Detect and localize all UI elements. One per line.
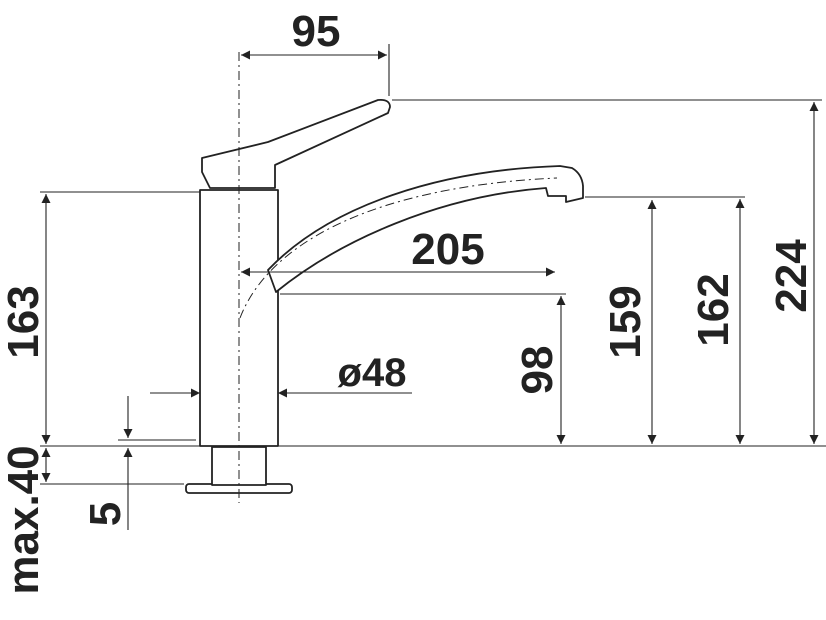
label-diameter-48: ø48 <box>338 351 407 395</box>
dimension-lines <box>41 50 819 530</box>
label-224: 224 <box>767 239 816 313</box>
lever-handle <box>201 98 391 189</box>
label-max-40: max.40 <box>0 445 48 594</box>
label-162: 162 <box>689 273 738 346</box>
label-95: 95 <box>292 7 341 56</box>
spout <box>267 165 584 293</box>
faucet-outline <box>185 52 584 503</box>
label-163: 163 <box>0 285 48 358</box>
dimension-labels: 95 205 ø48 163 max.40 5 98 159 162 224 <box>0 7 816 595</box>
label-205: 205 <box>411 225 484 274</box>
label-5: 5 <box>81 502 130 526</box>
label-159: 159 <box>601 285 650 358</box>
label-98: 98 <box>513 346 562 395</box>
